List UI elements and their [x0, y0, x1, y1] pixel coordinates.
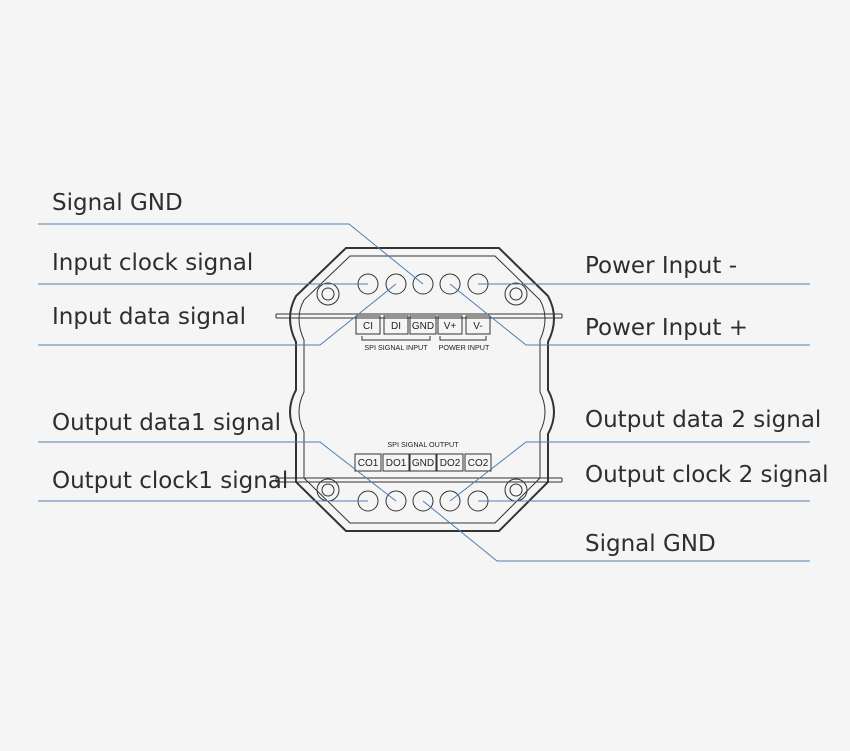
terminal-label-co2: CO2 [468, 458, 489, 469]
terminal-label-di: DI [391, 321, 401, 332]
leader-output-data2 [449, 441, 810, 502]
terminal-label-ci: CI [363, 321, 373, 332]
device-body [275, 247, 563, 532]
screw-terminal [439, 273, 461, 295]
callout-power-input-plus: Power Input + [585, 315, 748, 341]
screw-terminal [412, 273, 434, 295]
terminal-label-co1: CO1 [358, 458, 379, 469]
callout-output-data2: Output data 2 signal [585, 407, 821, 433]
leader-output-data1 [38, 441, 397, 502]
callout-signal-gnd-top: Signal GND [52, 190, 183, 216]
spi-signal-input-label: SPI SIGNAL INPUT [364, 343, 428, 352]
callout-signal-gnd-bottom: Signal GND [585, 531, 716, 557]
terminal-label-do1: DO1 [386, 458, 407, 469]
terminal-label-gnd-out: GND [412, 458, 434, 469]
screw-terminal [385, 273, 407, 295]
leader-signal-gnd-top [38, 223, 424, 285]
mount-screw-top-left [316, 282, 340, 306]
leader-power-input-plus [449, 283, 810, 346]
callout-power-input-minus: Power Input - [585, 253, 737, 279]
leader-lines [38, 223, 810, 562]
terminal-label-gnd: GND [412, 321, 434, 332]
screw-terminal [412, 490, 434, 512]
callout-output-data1: Output data1 signal [52, 410, 281, 436]
callout-input-clock: Input clock signal [52, 250, 253, 276]
leader-input-data [38, 283, 397, 346]
screw-terminal [385, 490, 407, 512]
terminal-label-do2: DO2 [440, 458, 461, 469]
callout-output-clock2: Output clock 2 signal [585, 462, 829, 488]
terminal-label-vminus: V- [473, 321, 482, 332]
spi-signal-output-label: SPI SIGNAL OUTPUT [387, 440, 459, 449]
terminal-label-vplus: V+ [444, 321, 457, 332]
output-terminal-labels: SPI SIGNAL OUTPUT CO1 DO1 GND DO2 CO2 [354, 440, 492, 472]
screw-terminal [439, 490, 461, 512]
leader-signal-gnd-bottom [422, 500, 810, 562]
input-terminal-labels: CI DI GND V+ V- SPI SIGNAL INPUT POWER I… [355, 315, 491, 352]
callout-input-data: Input data signal [52, 304, 246, 330]
callout-output-clock1: Output clock1 signal [52, 468, 288, 494]
power-input-label: POWER INPUT [439, 343, 490, 352]
mount-screw-top-right [504, 282, 528, 306]
